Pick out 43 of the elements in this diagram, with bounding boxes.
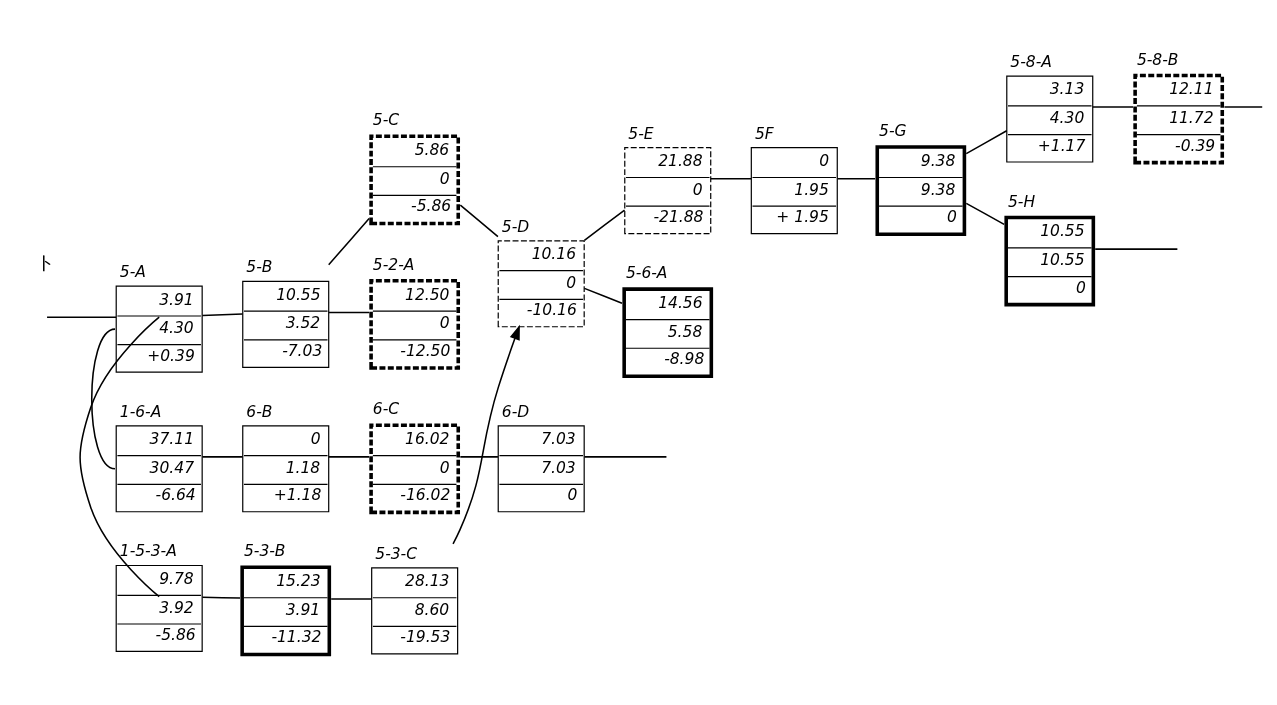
node-label: 5-8-B (1136, 50, 1179, 69)
node-label: 1-5-3-A (119, 541, 177, 560)
connector (330, 597, 373, 600)
connector (46, 315, 117, 318)
node-label: 5-B (246, 257, 273, 276)
connector (836, 177, 876, 179)
node-label: 5-3-B (243, 541, 286, 560)
node-label: 5-3-C (375, 544, 417, 563)
node-label: 5-D (501, 217, 530, 236)
connector (201, 455, 244, 458)
node-label: 6-D (501, 402, 530, 421)
connector (459, 455, 499, 458)
connector (965, 202, 1005, 225)
connector (1091, 105, 1134, 108)
connector (327, 217, 370, 265)
connector (965, 129, 1008, 154)
node-label: 5-G (879, 121, 907, 140)
arrow (452, 324, 520, 545)
node-label: 5-8-A (1010, 52, 1052, 71)
node-label: 5F (754, 124, 774, 143)
node-label: 5-H (1007, 192, 1036, 211)
connector (1094, 247, 1179, 250)
node-label: 5-2-A (372, 255, 415, 274)
node-label: 5-C (372, 110, 400, 129)
connector (79, 315, 160, 597)
connector (201, 312, 244, 316)
node-label: 5-A (119, 262, 146, 281)
connector (201, 596, 241, 599)
connector (583, 455, 668, 458)
node-label: 1-6-A (119, 402, 162, 421)
connector (710, 177, 752, 179)
connector (459, 203, 499, 237)
connector (327, 455, 370, 458)
connector (583, 287, 623, 304)
connector (583, 208, 626, 241)
connector (327, 311, 370, 313)
node-label: 6-B (246, 402, 273, 421)
node-label: 5-E (628, 124, 654, 143)
node-label: 5-6-A (625, 263, 668, 282)
connector (90, 327, 116, 470)
node-label: 6-C (372, 399, 400, 418)
connector (1223, 105, 1263, 108)
label: ト (36, 250, 56, 274)
